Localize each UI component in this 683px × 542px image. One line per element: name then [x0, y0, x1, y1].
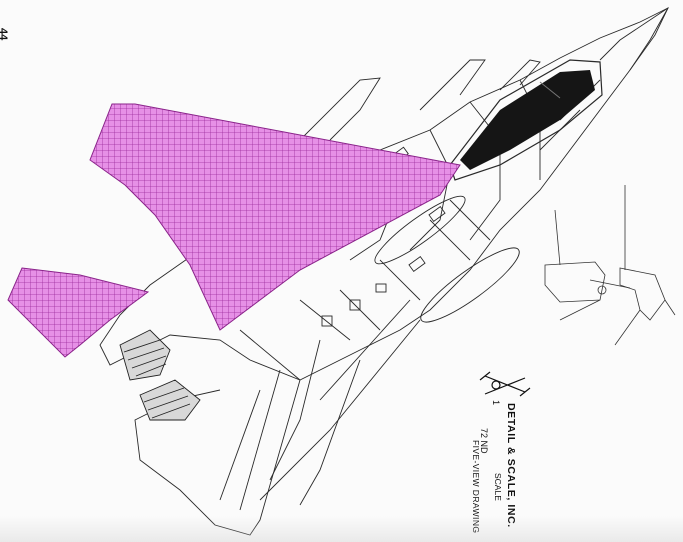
canopy: [460, 70, 595, 170]
drawing-subtitle: FIVE-VIEW DRAWING: [471, 440, 481, 534]
upper-fin: [299, 77, 381, 141]
engine-nozzles: [119, 329, 201, 421]
gear-detail: [544, 185, 676, 346]
company-name: DETAIL & SCALE, INC.: [505, 403, 517, 528]
scale-word: SCALE: [493, 473, 503, 501]
scale-numerator: 1: [491, 400, 501, 406]
page-number: 44: [0, 28, 9, 41]
highlighted-stabilizer: [7, 103, 461, 358]
logo-mark: [479, 371, 531, 397]
